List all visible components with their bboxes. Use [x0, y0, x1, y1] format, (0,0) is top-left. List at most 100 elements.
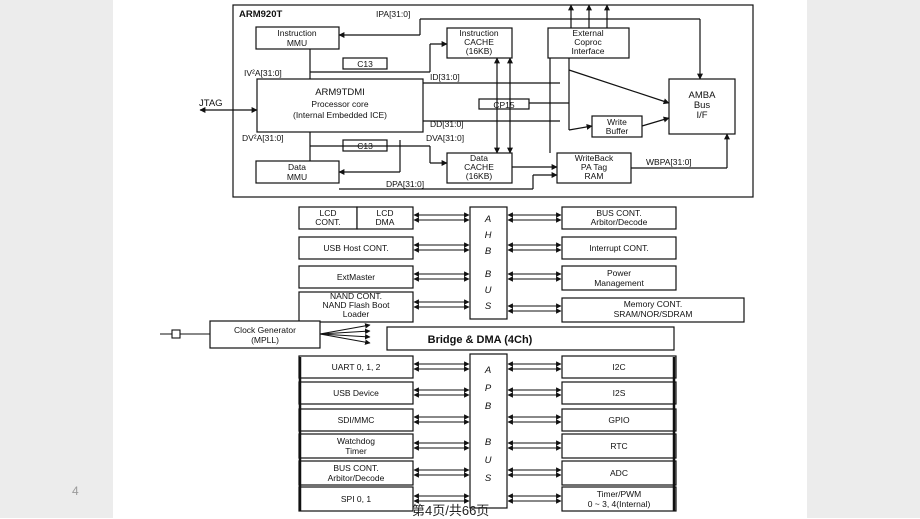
data-cache-box [446, 152, 513, 184]
amba-line3: I/F [696, 110, 707, 121]
watchdog-line2: Timer [345, 446, 367, 456]
c13-bottom-label: C13 [357, 141, 373, 151]
lcd-dma-line1: LCD [376, 208, 393, 218]
arm920t-title: ARM920T [239, 9, 282, 20]
nand-line3: Loader [343, 309, 370, 319]
apb-right-box [561, 433, 677, 459]
ipa-label: IPA[31:0] [376, 9, 410, 19]
timer-line1: Timer/PWM [597, 489, 642, 499]
lcd-cont-line1: LCD [319, 208, 336, 218]
dd-label: DD[31:0] [430, 119, 464, 129]
apb-letter: B [485, 401, 492, 412]
external-coproc-box [547, 27, 630, 59]
memory-line2: SRAM/NOR/SDRAM [614, 309, 693, 319]
icache-line1: Instruction [459, 28, 498, 38]
apb-right-box [561, 486, 677, 512]
ahb-letter: H [485, 230, 492, 241]
ahb-right-arrows [507, 212, 562, 314]
apb-left-arrows [413, 361, 470, 504]
apb-bus-cont-line2: Arbitor/Decode [328, 473, 385, 483]
apb-letter: U [485, 455, 492, 466]
left-margin [0, 0, 113, 518]
bus-cont-box [561, 206, 677, 230]
cp15-box [478, 98, 530, 110]
c13-top-label: C13 [357, 59, 373, 69]
usb-host-box [298, 236, 414, 260]
instruction-mmu-box [255, 26, 340, 50]
ahb-letter: S [485, 301, 492, 312]
ahb-letter: B [485, 246, 492, 257]
amba-line2: Bus [694, 100, 711, 111]
i2c-label: I2C [612, 362, 625, 372]
dva2-label: DV²A[31:0] [242, 133, 284, 143]
interrupt-box [561, 236, 677, 260]
icache-line2: CACHE [464, 37, 494, 47]
iva-label: IV²A[31:0] [244, 68, 282, 78]
ahb-letter: B [485, 269, 492, 280]
apb-right-arrows [507, 361, 562, 504]
cp15-label: CP15 [493, 100, 515, 110]
dmmu-line2: MMU [287, 172, 307, 182]
writeback-box [556, 152, 632, 184]
wbtag-line2: PA Tag [581, 162, 607, 172]
c13-top-box [342, 57, 388, 70]
clock-line1: Clock Generator [234, 325, 296, 335]
sdi-label: SDI/MMC [338, 415, 375, 425]
amba-line1: AMBA [689, 90, 717, 101]
memory-line1: Memory CONT. [624, 299, 683, 309]
coproc-line2: Coproc [574, 37, 602, 47]
nand-line2: NAND Flash Boot [322, 300, 390, 310]
clock-line2: (MPLL) [251, 335, 279, 345]
ahb-left-arrows [413, 212, 470, 310]
extmaster-label: ExtMaster [337, 272, 375, 282]
lcd-cont-line2: CONT. [315, 217, 341, 227]
imu-line2: MMU [287, 38, 307, 48]
memory-box [561, 297, 745, 323]
crystal-icon [171, 329, 181, 339]
apb-right-box [561, 460, 677, 486]
uart-label: UART 0, 1, 2 [332, 362, 381, 372]
spi-label: SPI 0, 1 [341, 494, 372, 504]
apb-bus-bar [469, 353, 508, 509]
nand-box [298, 291, 414, 323]
bridge-label: Bridge & DMA (4Ch) [428, 334, 533, 346]
wbtag-line3: RAM [585, 171, 604, 181]
arm920t-frame [232, 4, 754, 198]
dcache-line2: CACHE [464, 162, 494, 172]
apb-letter: P [485, 383, 492, 394]
dcache-line3: (16KB) [466, 171, 493, 181]
icache-line3: (16KB) [466, 46, 493, 56]
wb-line1: Write [607, 117, 627, 127]
apb-letter: S [485, 473, 492, 484]
adc-label: ADC [610, 468, 628, 478]
wbpa-label: WBPA[31:0] [646, 157, 692, 167]
timer-line2: 0 ~ 3, 4(Internal) [588, 499, 651, 509]
arm9tdmi-box [256, 78, 424, 133]
jtag-label: JTAG [199, 98, 223, 109]
dcache-line1: Data [470, 153, 488, 163]
bus-cont-line2: Arbitor/Decode [591, 217, 648, 227]
lcd-dma-box [356, 206, 414, 230]
dpa-label: DPA[31:0] [386, 179, 424, 189]
wb-line2: Buffer [606, 126, 629, 136]
id-label: ID[31:0] [430, 72, 460, 82]
slide-number: 4 [72, 484, 79, 498]
power-line1: Power [607, 268, 631, 278]
usb-host-label: USB Host CONT. [323, 243, 388, 253]
watchdog-line1: Watchdog [337, 436, 375, 446]
i2s-label: I2S [613, 388, 626, 398]
arm9-line2: Processor core [311, 99, 368, 109]
power-box [561, 265, 677, 291]
lcd-dma-line2: DMA [376, 217, 395, 227]
coproc-line1: External [572, 28, 603, 38]
gpio-label: GPIO [608, 415, 630, 425]
page-footer: 第4页/共66页 [412, 503, 490, 518]
apb-right-box [561, 355, 677, 379]
apb-letter: A [484, 365, 491, 376]
nand-line1: NAND CONT. [330, 291, 382, 301]
extmaster-box [298, 265, 414, 289]
interrupt-label: Interrupt CONT. [589, 243, 649, 253]
apb-left-box [298, 433, 414, 459]
apb-bus-cont-line1: BUS CONT. [333, 463, 378, 473]
